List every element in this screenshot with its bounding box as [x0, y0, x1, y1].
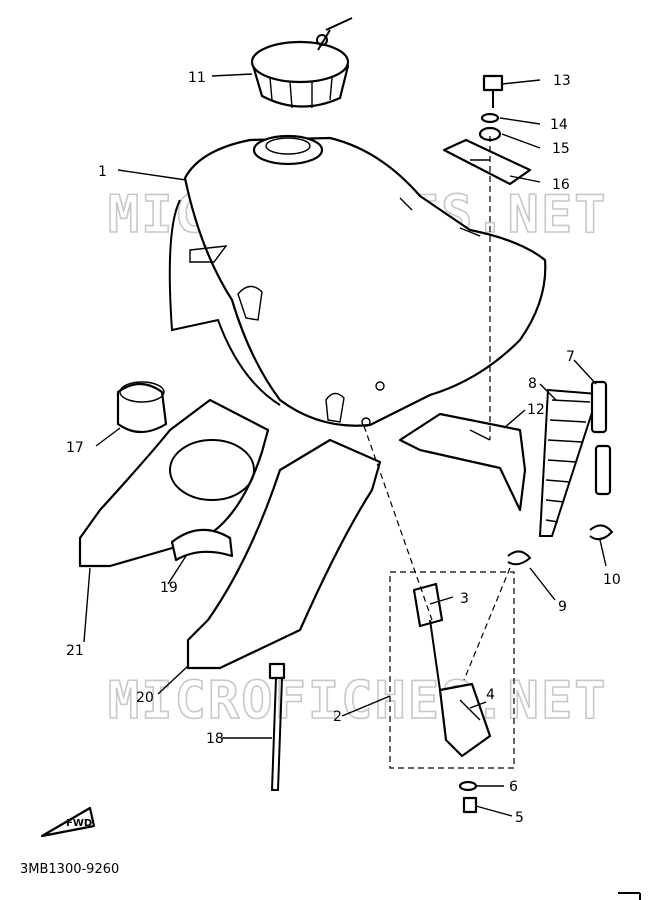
callout-17: 17: [66, 440, 84, 456]
washer-part-14: [480, 112, 500, 124]
part-code: 3MB1300-9260: [20, 862, 119, 877]
fuel-cap-part: [250, 17, 353, 109]
corner-mark: [618, 892, 641, 900]
fuel-tank-part: [168, 134, 547, 427]
callout-18: 18: [206, 731, 224, 747]
fuel-cock-assembly-box: [389, 571, 515, 769]
grommet-part: [116, 381, 168, 434]
callout-4: 4: [486, 687, 495, 703]
callout-7: 7: [566, 349, 575, 365]
fuel-cock-part: [412, 582, 492, 814]
clip-part-10: [589, 524, 614, 541]
callout-8: 8: [528, 376, 537, 392]
callout-6: 6: [509, 779, 518, 795]
bracket-part-16: [442, 138, 532, 186]
callout-14: 14: [550, 117, 568, 133]
callout-13: 13: [553, 73, 571, 89]
callout-2: 2: [333, 709, 342, 725]
callout-21: 21: [66, 643, 84, 659]
fwd-label: FWD: [66, 818, 92, 829]
hose-part-8: [538, 388, 600, 537]
watermark-bottom: MICROFICHES.NET: [108, 671, 608, 731]
damper-part-19: [170, 528, 234, 562]
clip-part-9: [507, 550, 532, 566]
callout-10: 10: [603, 572, 621, 588]
callout-11: 11: [188, 70, 206, 86]
callout-1: 1: [98, 164, 107, 180]
forward-arrow-icon: FWD: [40, 806, 96, 838]
callout-15: 15: [552, 141, 570, 157]
callout-16: 16: [552, 177, 570, 193]
bolt-part-13: [482, 74, 504, 108]
damper-part-12: [398, 412, 527, 512]
callout-3: 3: [460, 591, 469, 607]
damper-part-20: [186, 438, 382, 670]
cable-tie-part: [268, 662, 286, 791]
callout-5: 5: [515, 810, 524, 826]
callout-20: 20: [136, 690, 154, 706]
callout-19: 19: [160, 580, 178, 596]
callout-12: 12: [527, 402, 545, 418]
leader-lines: [83, 73, 607, 817]
callout-9: 9: [558, 599, 567, 615]
hose-part-7: [590, 380, 612, 496]
